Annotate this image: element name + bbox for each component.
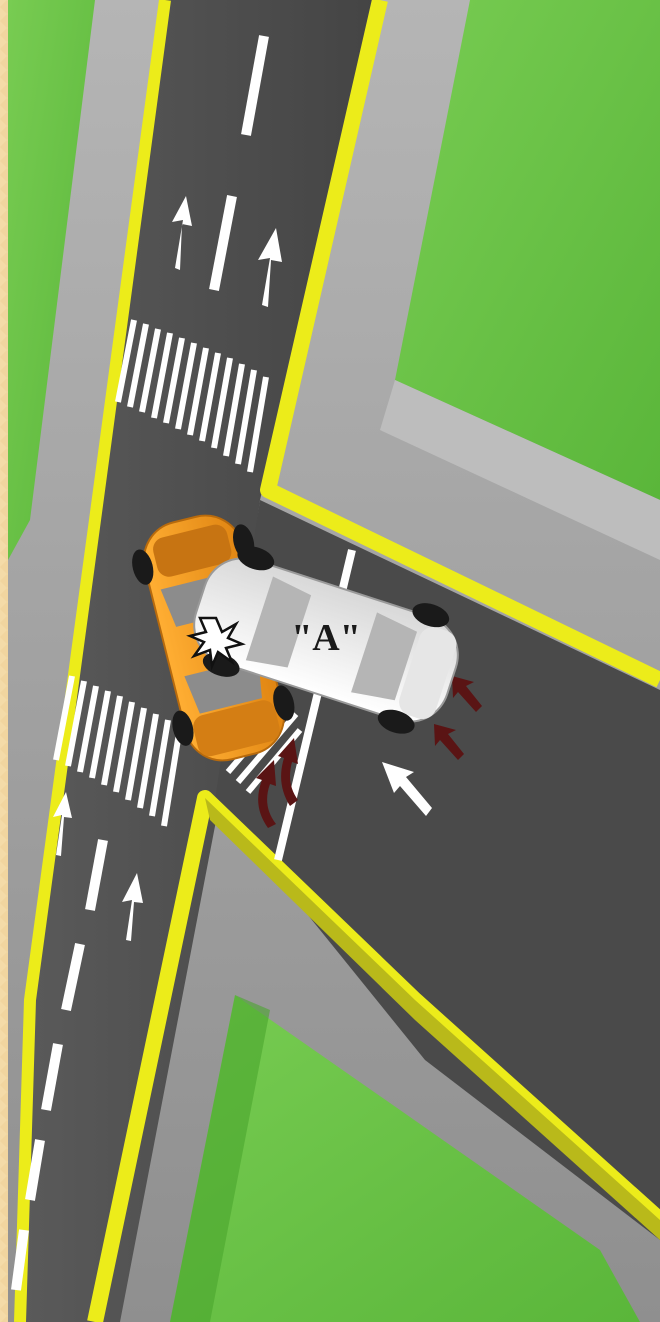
car-a-label: "A": [291, 617, 361, 659]
